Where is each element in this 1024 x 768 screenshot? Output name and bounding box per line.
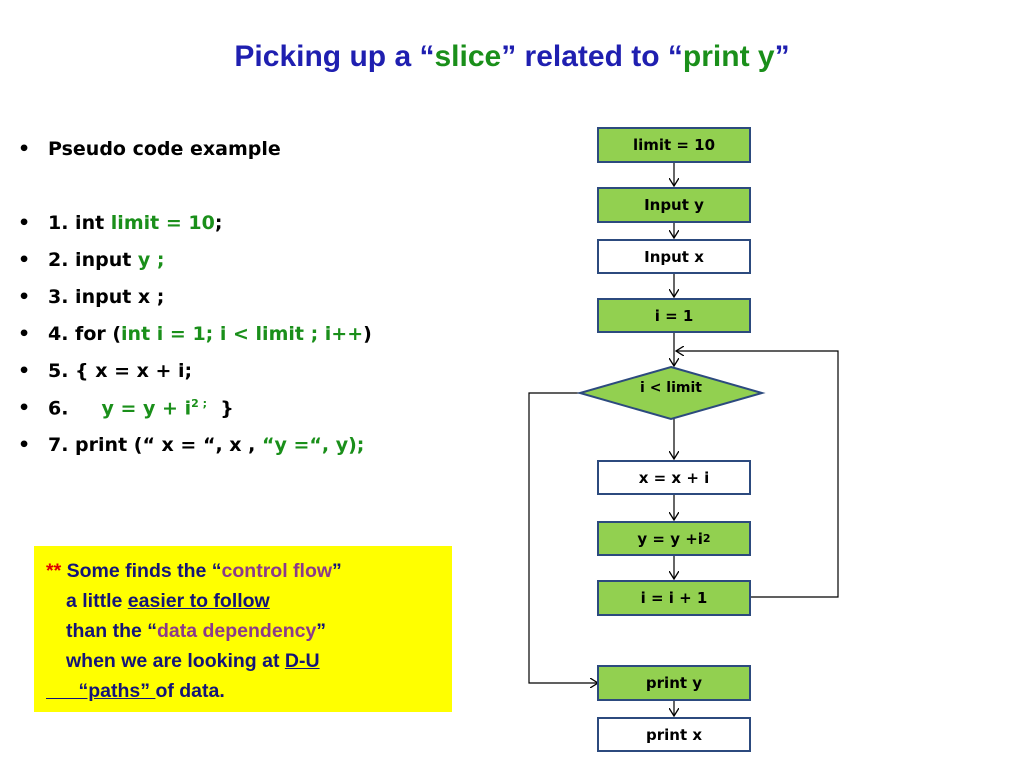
code-line-1: •1. int limit = 10; — [18, 212, 223, 234]
loop-back-arrow — [676, 351, 839, 598]
condition-diamond — [576, 365, 766, 421]
slide-title: Picking up a “slice” related to “print y… — [234, 40, 790, 73]
flow-i-init-box: i = 1 — [597, 298, 751, 333]
note-line-2: a little easier to follow — [66, 590, 270, 612]
note-line-3: than the “data dependency” — [66, 620, 327, 642]
flow-print-x-box: print x — [597, 717, 751, 752]
exit-arrow — [528, 392, 598, 683]
flow-input-x-box: Input x — [597, 239, 751, 274]
code-line-5: •5. { x = x + i; — [18, 360, 193, 382]
note-line-4: when we are looking at D-U — [66, 650, 320, 672]
note-line-1: ** Some finds the “control flow” — [46, 560, 342, 582]
code-line-3: •3. input x ; — [18, 286, 165, 308]
note-box: ** Some finds the “control flow” a littl… — [34, 546, 452, 712]
code-line-2: •2. input y ; — [18, 249, 165, 271]
code-line-7: •7. print (“ x = “, x , “y =“, y); — [18, 434, 365, 456]
flow-i-increment-box: i = i + 1 — [597, 580, 751, 616]
flow-condition-label: i < limit — [640, 380, 702, 396]
note-line-5: “paths” of data. — [46, 680, 225, 702]
code-line-6: •6. y = y + i2 ; } — [18, 397, 234, 420]
flow-limit-box: limit = 10 — [597, 127, 751, 163]
flow-print-y-box: print y — [597, 665, 751, 701]
bullet-heading: •Pseudo code example — [18, 138, 281, 160]
flow-x-update-box: x = x + i — [597, 460, 751, 495]
code-line-4: •4. for (int i = 1; i < limit ; i++) — [18, 323, 372, 345]
flow-input-y-box: Input y — [597, 187, 751, 223]
